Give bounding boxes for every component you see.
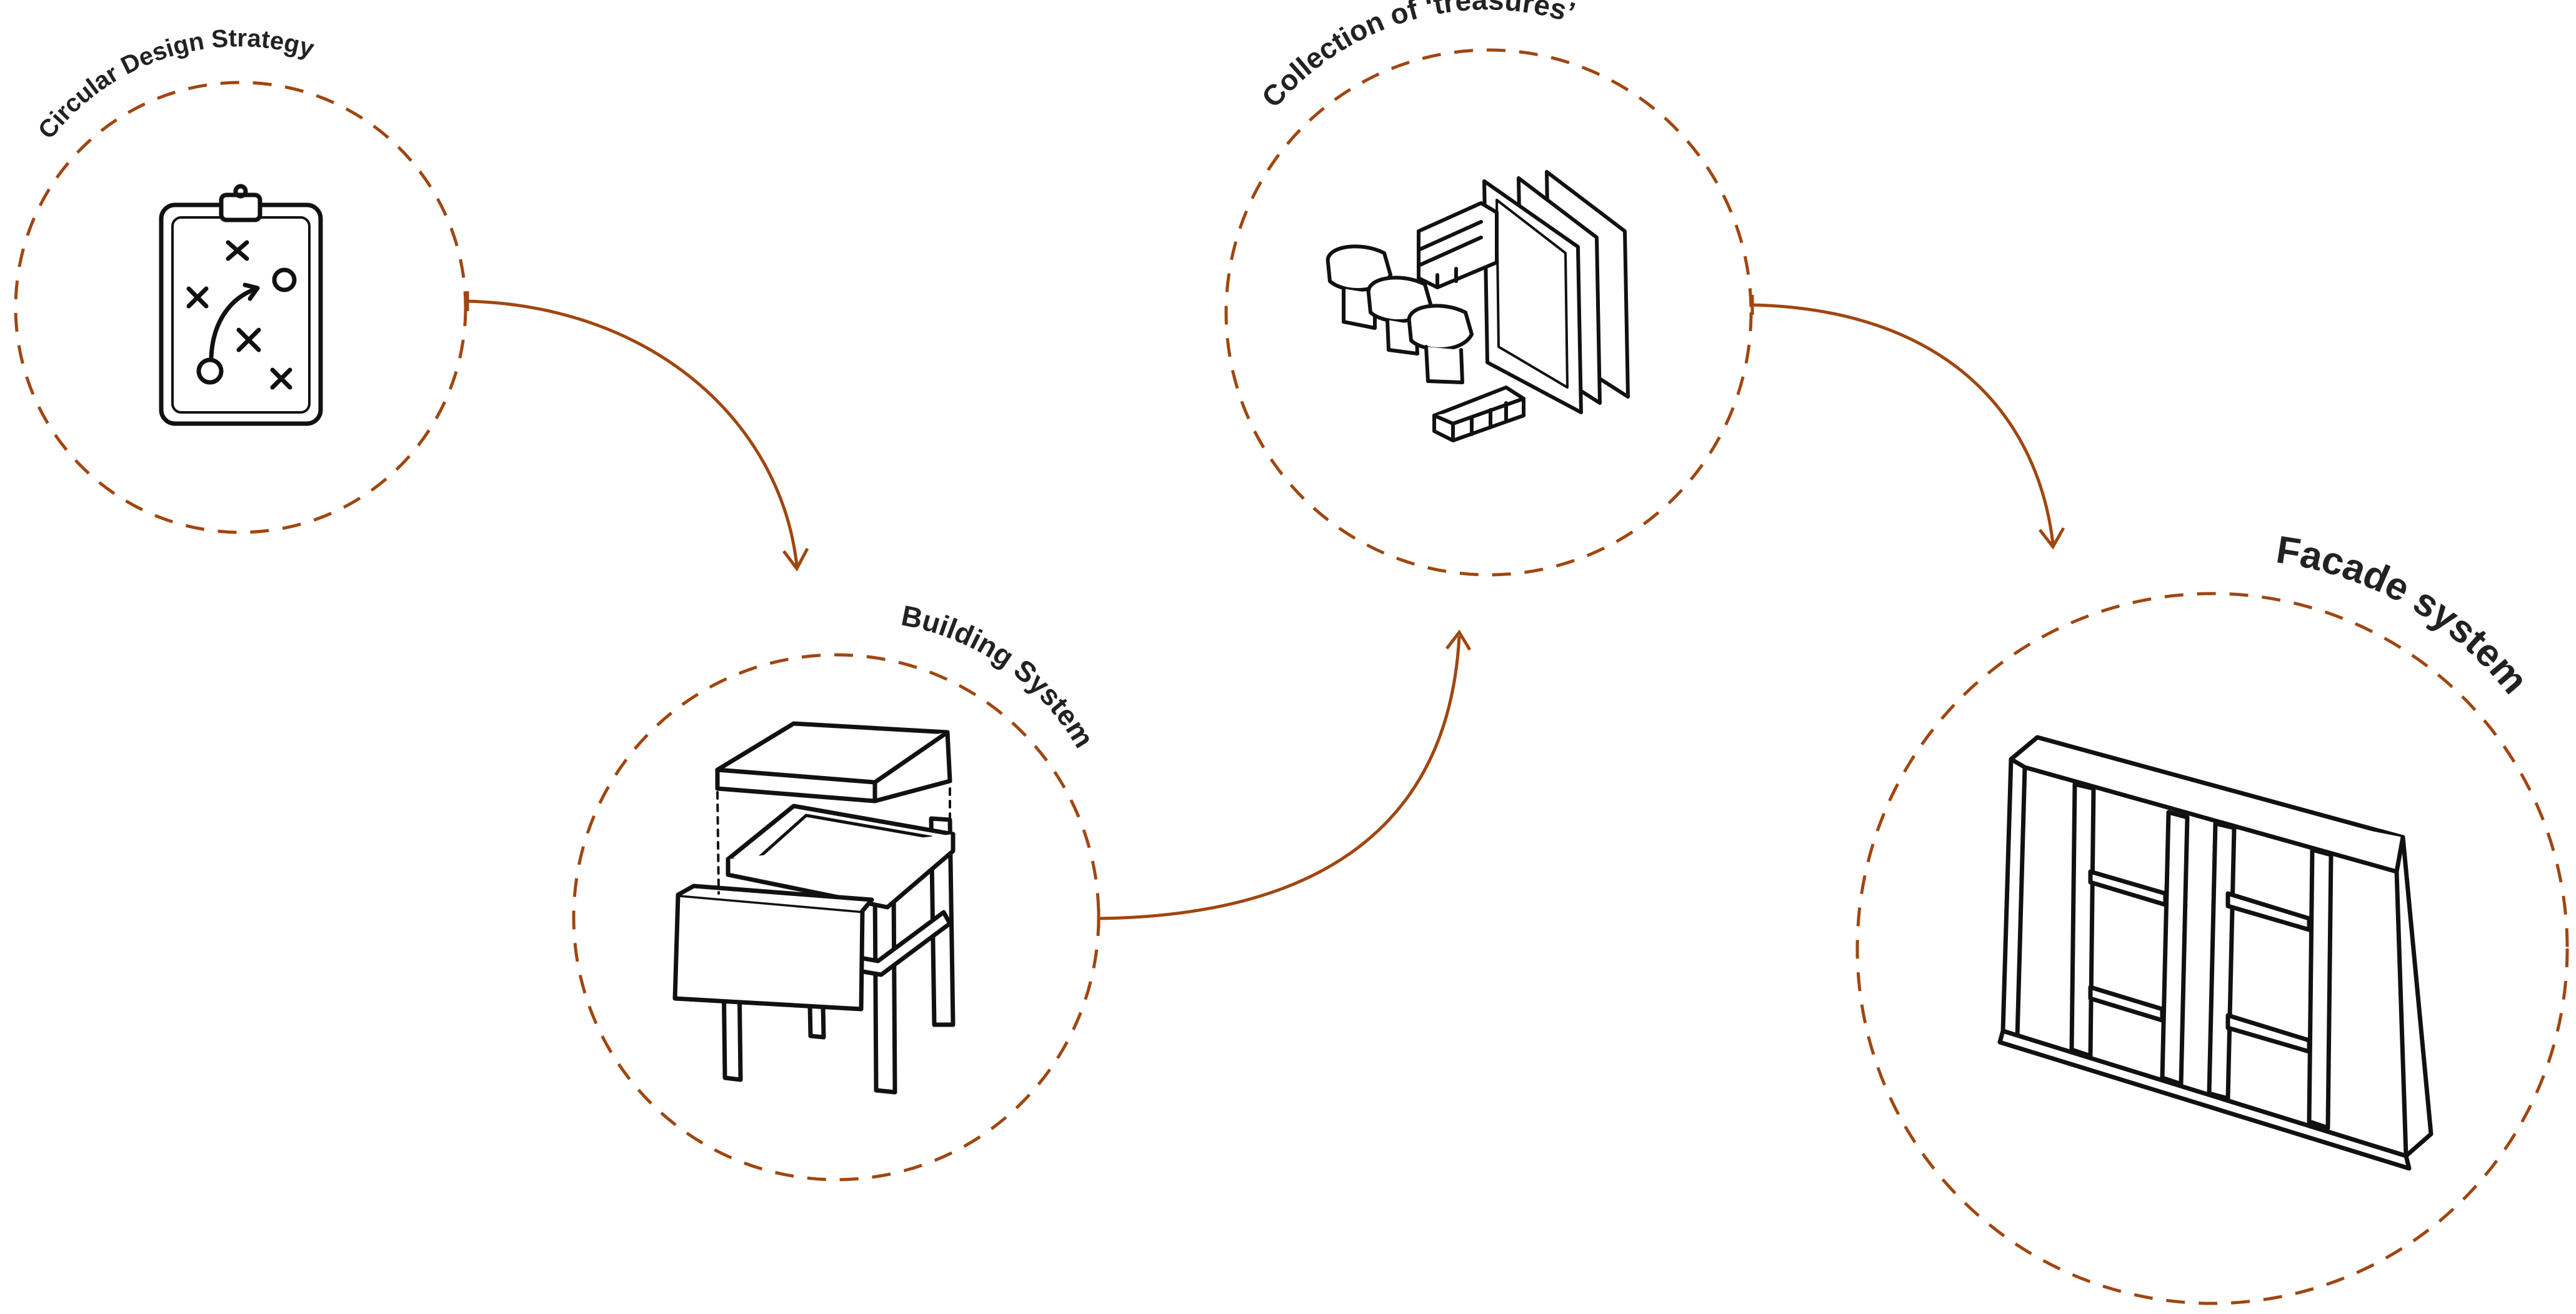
facade-panel-icon: [2000, 737, 2431, 1168]
node-circular-design-strategy: Circular Design Strategy: [16, 24, 466, 532]
clipboard-strategy-icon: [161, 186, 321, 424]
connector-strategy-to-building: [467, 291, 807, 569]
node-ring: [16, 82, 466, 532]
node-label: Circular Design Strategy: [33, 24, 317, 144]
connector-treasures-to-facade: [1752, 295, 2064, 547]
table-structure-icon: [675, 724, 953, 1092]
node-building-system: Building System: [574, 599, 1101, 1180]
node-label: Facade system: [2274, 528, 2537, 702]
node-facade-system: Facade system: [1857, 528, 2567, 1303]
node-collection-of-treasures: Collection of ‘treasures’: [1226, 0, 1751, 575]
connector-building-to-treasures: [1099, 632, 1470, 928]
node-label: Collection of ‘treasures’: [1255, 0, 1579, 114]
salvaged-materials-icon: [1328, 172, 1628, 440]
